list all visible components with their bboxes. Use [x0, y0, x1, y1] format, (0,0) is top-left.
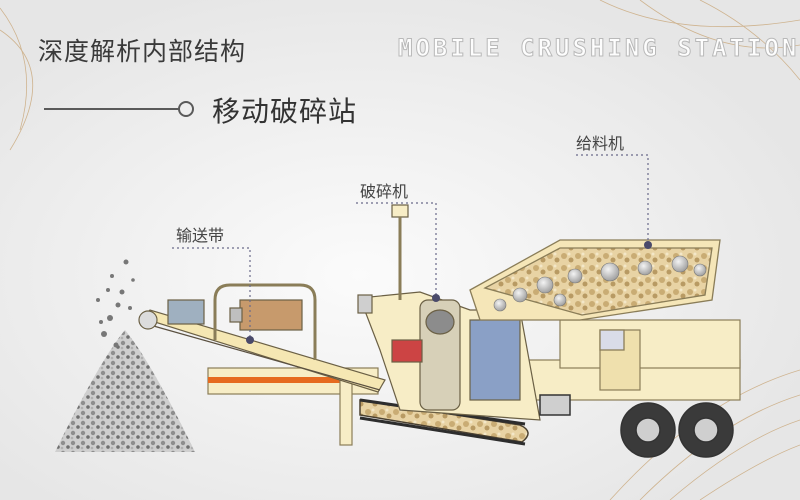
label-crusher: 破碎机	[360, 182, 409, 201]
gravel-pile	[55, 259, 195, 452]
leader-lines	[172, 154, 649, 340]
page-subtitle: 移动破碎站	[212, 95, 358, 128]
page-title: 深度解析内部结构	[38, 37, 247, 66]
feeder-hopper	[469, 239, 721, 351]
english-title: MOBILE CRUSHING STATION	[397, 34, 800, 63]
conveyor-belt	[138, 283, 386, 393]
subtitle-dot	[178, 101, 194, 117]
label-conveyor: 输送带	[176, 226, 225, 245]
crusher	[357, 204, 541, 421]
subtitle-rule	[44, 108, 180, 110]
wheels	[539, 394, 734, 458]
leader-dots	[246, 241, 652, 344]
label-feeder: 给料机	[576, 134, 625, 153]
